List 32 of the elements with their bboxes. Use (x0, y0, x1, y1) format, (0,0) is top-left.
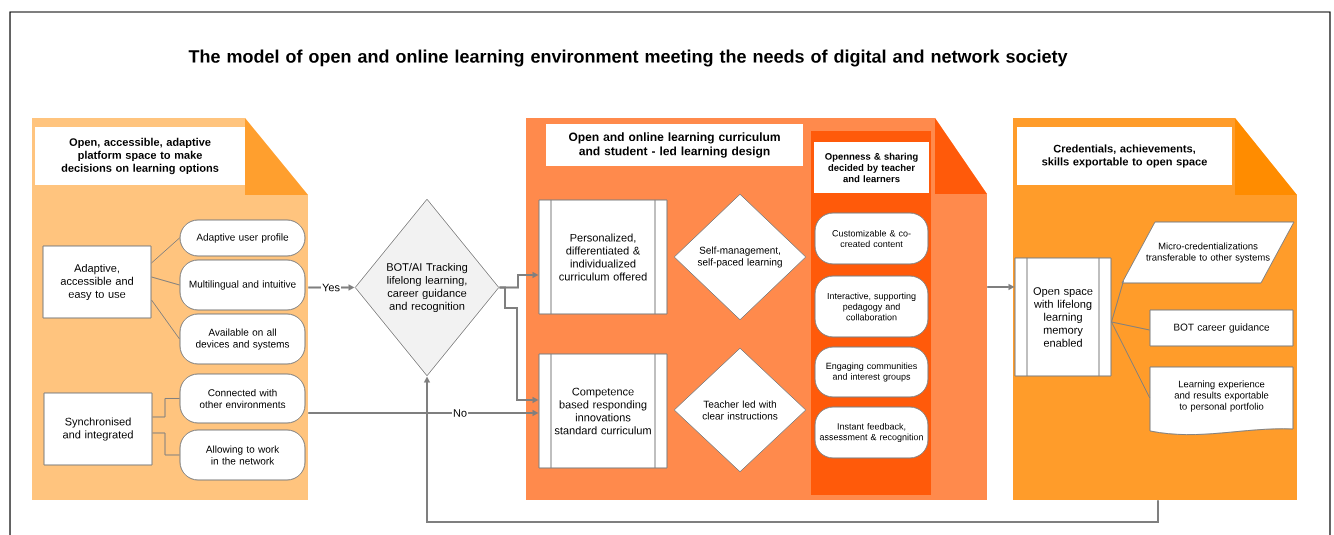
rounded-box: Multilingual and intuitive (179, 259, 306, 311)
edge-label: Yes (321, 282, 341, 293)
parallelogram-box: Micro-credentializations transferable to other systems (1121, 221, 1295, 284)
connector-line (152, 432, 180, 456)
header-box: Openness & sharing decided by teacher and learners (814, 142, 929, 193)
text-box: Synchronised and integrated (43, 392, 153, 466)
rounded-box: Allowing to work in the network (179, 429, 306, 481)
rounded-box: Adaptive user profile (179, 219, 306, 257)
rounded-box: Connected with other environments (179, 373, 306, 424)
header-box: Open and online learning curriculum and student - led learning design (546, 124, 803, 166)
text-box: Adaptive, accessible and easy to use (42, 245, 152, 319)
connector-line (1111, 321, 1150, 331)
connector-line (151, 299, 180, 340)
title: The model of open and online learning environment meeting the needs of digital and network society (188, 49, 1068, 67)
edge-label: No (452, 408, 469, 418)
rounded-box: Instant feedback, assessment & recognition (814, 406, 929, 459)
connector-line (151, 276, 180, 286)
header-box: Credentials, achievements, skills exportable to open space (1017, 127, 1232, 185)
connector-line (151, 237, 180, 264)
connector-line (152, 398, 180, 418)
process-box: Open space with lifelong learning memory enabled (1014, 257, 1112, 377)
rounded-box: Interactive, supporting pedagogy and collaboration (814, 275, 929, 338)
connector-line (1111, 280, 1124, 323)
document-box: Learning experience and results exportable to personal portfolio (1149, 366, 1294, 436)
rounded-box: Customizable & co-created content (814, 212, 929, 265)
rounded-box: Engaging communities and interest groups (814, 346, 929, 398)
connector-line (1111, 321, 1151, 399)
header-box: Open, accessible, adaptive platform space to make decisions on learning options (35, 127, 245, 185)
text-box: BOT career guidance (1149, 309, 1294, 347)
process-box: Competence based responding innovations standard curriculum (538, 353, 668, 469)
rounded-box: Available on all devices and systems (179, 313, 306, 365)
process-box: Personalized, differentiated & individualized curriculum offered (538, 199, 668, 315)
